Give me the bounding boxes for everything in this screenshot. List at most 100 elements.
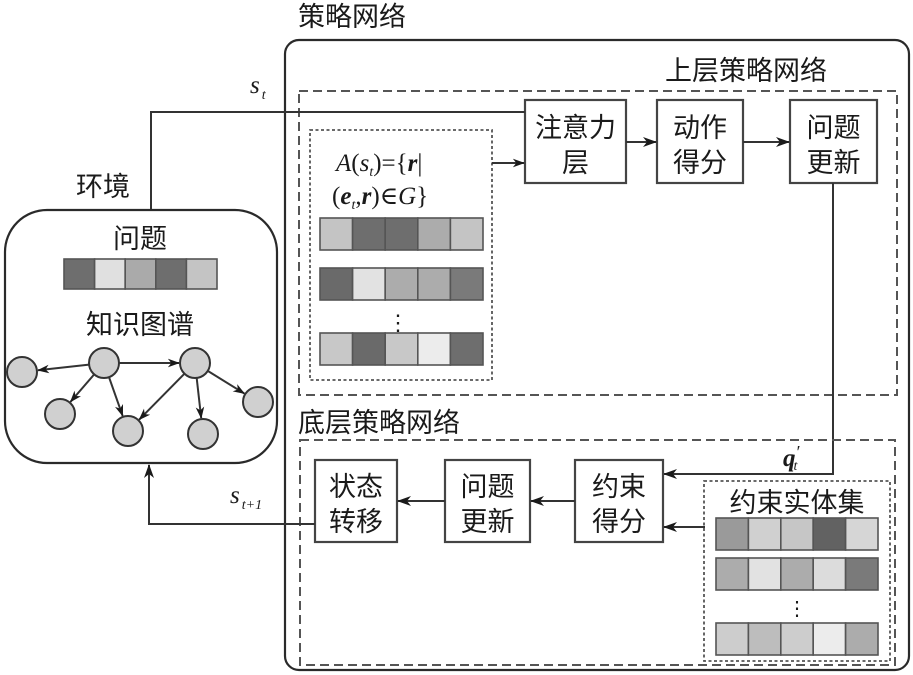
lower-question-update-box: 问题 更新 bbox=[443, 458, 532, 544]
vector-cell bbox=[351, 332, 387, 366]
vector-cell bbox=[812, 557, 847, 591]
entity-vector bbox=[715, 517, 879, 551]
kg-edge bbox=[207, 370, 246, 395]
vector-cell bbox=[449, 267, 484, 301]
policy-network-box bbox=[283, 38, 911, 672]
kg-edge bbox=[108, 376, 124, 417]
entity-vectors bbox=[715, 517, 879, 656]
action-score-box: 动作 得分 bbox=[655, 98, 745, 185]
vector-cell bbox=[351, 217, 387, 251]
action-vector bbox=[319, 267, 484, 301]
svg-text:转移: 转移 bbox=[329, 507, 383, 538]
question-vector-cells bbox=[63, 258, 218, 290]
vector-cell bbox=[844, 557, 879, 591]
entity-set-label: 约束实体集 bbox=[730, 488, 865, 519]
vector-cell bbox=[185, 258, 218, 290]
svg-text:注意力: 注意力 bbox=[535, 113, 616, 144]
vector-cell bbox=[747, 557, 782, 591]
kg-node bbox=[112, 415, 144, 447]
vector-cell bbox=[384, 217, 419, 251]
vector-cell bbox=[715, 557, 750, 591]
svg-text:问题: 问题 bbox=[807, 113, 861, 144]
constraint-score-box: 约束 得分 bbox=[573, 458, 665, 544]
action-set-formula-line1: A(st)={r| bbox=[334, 150, 422, 180]
lower-policy-box bbox=[299, 439, 896, 666]
action-set-formula-line2: (et,r)∈G} bbox=[332, 183, 428, 213]
svg-text:更新: 更新 bbox=[807, 148, 861, 179]
vector-cell bbox=[812, 517, 847, 551]
vector-cell bbox=[124, 258, 157, 290]
svg-text:得分: 得分 bbox=[592, 507, 646, 538]
vector-cell bbox=[351, 267, 387, 301]
environment-label: 环境 bbox=[76, 172, 130, 203]
upper-policy-title: 上层策略网络 bbox=[665, 56, 827, 87]
svg-text:动作: 动作 bbox=[673, 113, 727, 144]
action-ellipsis: ⋮ bbox=[387, 310, 409, 335]
vector-cell bbox=[384, 267, 419, 301]
state-input-line bbox=[150, 111, 525, 210]
svg-text:得分: 得分 bbox=[673, 148, 727, 179]
query-qt-label: q′t bbox=[783, 442, 801, 474]
kg-node bbox=[6, 356, 38, 388]
vector-cell bbox=[844, 517, 879, 551]
vector-cell bbox=[416, 332, 452, 366]
vector-cell bbox=[715, 517, 750, 551]
kg-node bbox=[242, 386, 274, 418]
svg-text:更新: 更新 bbox=[461, 507, 515, 538]
vector-cell bbox=[319, 217, 354, 251]
vector-cell bbox=[812, 622, 847, 656]
kg-node bbox=[187, 418, 219, 450]
action-vector bbox=[319, 217, 484, 251]
vector-cell bbox=[747, 517, 782, 551]
svg-text:层: 层 bbox=[562, 148, 589, 179]
action-set-box bbox=[309, 129, 493, 381]
vector-cell bbox=[449, 332, 484, 366]
action-set: A(st)={r| (et,r)∈G} ⋮ bbox=[309, 129, 493, 381]
vector-cell bbox=[319, 267, 354, 301]
vector-cell bbox=[155, 258, 188, 290]
upper-policy-box bbox=[298, 90, 898, 396]
vector-cell bbox=[715, 622, 750, 656]
vector-cell bbox=[779, 517, 814, 551]
action-vectors bbox=[319, 217, 484, 366]
entity-set-box bbox=[703, 480, 891, 662]
policy-network-title: 策略网络 bbox=[298, 2, 406, 33]
vector-cell bbox=[384, 332, 419, 366]
vector-cell bbox=[93, 258, 126, 290]
environment-box bbox=[3, 208, 279, 465]
kg-node bbox=[88, 347, 120, 379]
kg-edge bbox=[138, 372, 186, 421]
vector-cell bbox=[319, 332, 354, 366]
kg-node bbox=[44, 398, 76, 430]
svg-text:问题: 问题 bbox=[461, 472, 515, 503]
upper-question-update-box: 问题 更新 bbox=[788, 98, 879, 185]
entity-vector bbox=[715, 622, 879, 656]
svg-text:状态: 状态 bbox=[329, 472, 383, 503]
vector-cell bbox=[63, 258, 96, 290]
query-update-line bbox=[663, 183, 834, 479]
kg-edge bbox=[37, 363, 90, 374]
constraint-entity-set: 约束实体集 ⋮ bbox=[703, 480, 891, 662]
knowledge-graph bbox=[6, 347, 274, 450]
entity-ellipsis: ⋮ bbox=[787, 598, 807, 620]
lower-policy-title: 底层策略网络 bbox=[298, 408, 460, 439]
state-feedback-line bbox=[144, 464, 315, 525]
entity-vector bbox=[715, 557, 879, 591]
kg-edge bbox=[69, 373, 95, 403]
question-vector bbox=[63, 258, 218, 290]
knowledge-graph-label: 知识图谱 bbox=[86, 310, 194, 341]
vector-cell bbox=[844, 622, 879, 656]
vector-cell bbox=[747, 622, 782, 656]
vector-cell bbox=[416, 217, 452, 251]
attention-layer-box: 注意力 层 bbox=[523, 98, 628, 185]
kg-edge bbox=[195, 377, 205, 419]
svg-text:约束: 约束 bbox=[592, 472, 646, 503]
vector-cell bbox=[779, 557, 814, 591]
vector-cell bbox=[449, 217, 484, 251]
kg-node bbox=[179, 347, 211, 379]
state-transition-box: 状态 转移 bbox=[313, 458, 399, 544]
vector-cell bbox=[416, 267, 452, 301]
